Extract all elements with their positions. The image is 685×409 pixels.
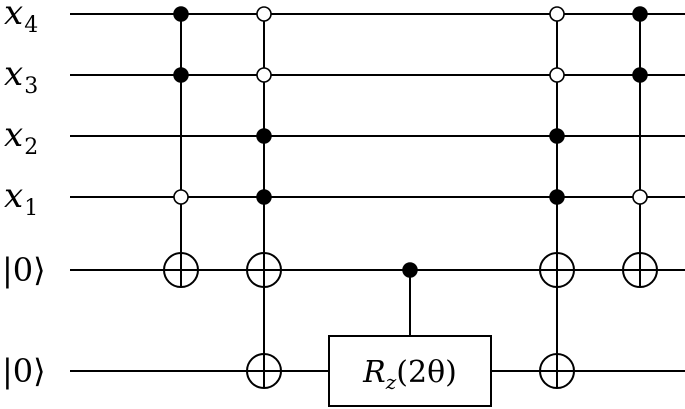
- qubit-label-ket-zero-1: |0⟩: [2, 251, 46, 289]
- gate-1-controlled-not: [246, 6, 282, 389]
- rotation-gate-symbol: R: [362, 355, 386, 390]
- control-dot-filled: [256, 189, 272, 205]
- control-dot-filled: [549, 189, 565, 205]
- control-dot-filled: [256, 128, 272, 144]
- gate-3-controlled-not: [539, 6, 575, 389]
- qubit-labels: x4 x3 x2 x1 |0⟩ |0⟩: [2, 0, 46, 390]
- qubit-label-x4-sub: 4: [24, 13, 38, 38]
- qubit-label-x4-letter: x: [4, 0, 23, 33]
- control-stems: [180, 14, 641, 388]
- control-dot-open: [632, 189, 648, 205]
- rotation-gate-box: [328, 335, 492, 407]
- qubit-label-x3-letter: x: [4, 54, 23, 94]
- qubit-label-x2-letter: x: [4, 115, 23, 155]
- qubit-label-x3-sub: 3: [24, 74, 38, 99]
- qubit-wires: [70, 13, 685, 372]
- qubit-label-x2-sub: 2: [24, 135, 38, 160]
- qubit-label-x1-letter: x: [4, 176, 23, 216]
- gates: Rz(2θ): [163, 6, 658, 407]
- rotation-gate-argument: (2θ): [396, 355, 457, 390]
- control-dot-filled: [632, 67, 648, 83]
- gate-2-controlled-rotation: Rz(2θ): [328, 262, 492, 407]
- gate-4-controlled-not: [622, 6, 658, 288]
- control-dot-filled: [173, 6, 189, 22]
- rotation-gate-axis: z: [385, 370, 397, 394]
- control-dot-filled: [549, 128, 565, 144]
- control-dot-open: [256, 6, 272, 22]
- qubit-label-x2: x2: [4, 115, 38, 160]
- control-dot-filled: [402, 262, 418, 278]
- control-dot-open: [549, 6, 565, 22]
- qubit-label-x3: x3: [4, 54, 38, 99]
- control-dot-open: [173, 189, 189, 205]
- qubit-label-ket-zero-2: |0⟩: [2, 352, 46, 390]
- control-dot-filled: [173, 67, 189, 83]
- rotation-gate-label: Rz(2θ): [362, 355, 457, 394]
- control-dot-open: [549, 67, 565, 83]
- control-dot-open: [256, 67, 272, 83]
- qubit-label-x1-sub: 1: [24, 196, 38, 221]
- gate-0-controlled-not: [163, 6, 199, 288]
- qubit-label-x4: x4: [4, 0, 38, 38]
- qubit-label-x1: x1: [4, 176, 38, 221]
- control-dot-filled: [632, 6, 648, 22]
